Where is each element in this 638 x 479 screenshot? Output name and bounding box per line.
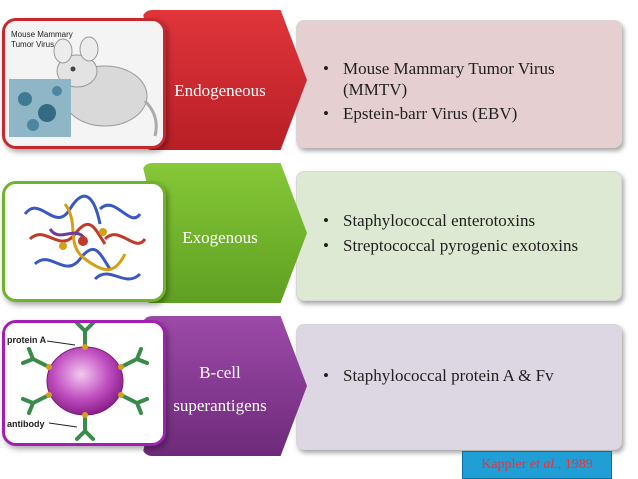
bullet-list: • Staphylococcal protein A & Fv: [323, 365, 611, 386]
chevron-b-cell: [142, 316, 307, 456]
label-b-cell-line1: B-cell: [199, 363, 241, 382]
bullet-text: Staphylococcal protein A & Fv: [343, 366, 554, 385]
label-b-cell-line2: superantigens: [173, 396, 267, 415]
desc-box-b-cell: • Staphylococcal protein A & Fv: [296, 324, 622, 450]
bullet-list: • Mouse Mammary Tumor Virus (MMTV) • Epste…: [323, 58, 611, 124]
enterotoxin-structure-image: [2, 181, 166, 302]
citation-author: Kappler: [481, 457, 527, 472]
bullet-dot: •: [323, 104, 329, 123]
bullet-item: • Streptococcal pyrogenic exotoxins: [323, 235, 611, 256]
bullet-text: Staphylococcal enterotoxins: [343, 211, 536, 230]
chevron-endogeneous: [142, 10, 307, 150]
bullet-dot: •: [323, 236, 329, 255]
bullet-text: Mouse Mammary Tumor Virus (MMTV): [343, 59, 555, 99]
chevron-exogenous: [142, 163, 307, 303]
protein-a-label: protein A: [7, 335, 47, 345]
row-b-cell-superantigens: • Staphylococcal protein A & Fv B-cell su…: [0, 316, 638, 456]
bullet-dot: •: [323, 211, 329, 230]
label-exogenous: Exogenous: [182, 228, 258, 247]
citation-badge: Kappler et al., 1989: [462, 451, 612, 479]
antibody-label: antibody: [7, 419, 45, 429]
bullet-dot: •: [323, 59, 329, 78]
label-endogeneous: Endogeneous: [174, 81, 266, 100]
bullet-item: • Mouse Mammary Tumor Virus (MMTV): [323, 58, 611, 100]
protein-a-antibody-image: protein A antibody: [2, 320, 166, 446]
citation-year: 1989: [564, 457, 593, 472]
bullet-dot: •: [323, 366, 329, 385]
bullet-item: • Epstein-barr Virus (EBV): [323, 103, 611, 124]
bullet-text: Epstein-barr Virus (EBV): [343, 104, 518, 123]
desc-box-exogenous: • Staphylococcal enterotoxins • Streptococ…: [296, 171, 622, 301]
bullet-item: • Staphylococcal protein A & Fv: [323, 365, 611, 386]
bullet-item: • Staphylococcal enterotoxins: [323, 210, 611, 231]
desc-box-endogeneous: • Mouse Mammary Tumor Virus (MMTV) • Epste…: [296, 20, 622, 148]
mmtv-caption-line2: Tumor Virus: [11, 40, 54, 49]
mmtv-caption-line1: Mouse Mammary: [11, 30, 73, 39]
row-endogeneous: • Mouse Mammary Tumor Virus (MMTV) • Epste…: [0, 10, 638, 150]
bullet-text: Streptococcal pyrogenic exotoxins: [343, 236, 579, 255]
mmtv-image: Mouse Mammary Tumor Virus: [2, 18, 166, 149]
row-exogenous: • Staphylococcal enterotoxins • Streptococ…: [0, 163, 638, 303]
citation-etal: et al.,: [529, 457, 562, 472]
bullet-list: • Staphylococcal enterotoxins • Streptococ…: [323, 210, 611, 256]
